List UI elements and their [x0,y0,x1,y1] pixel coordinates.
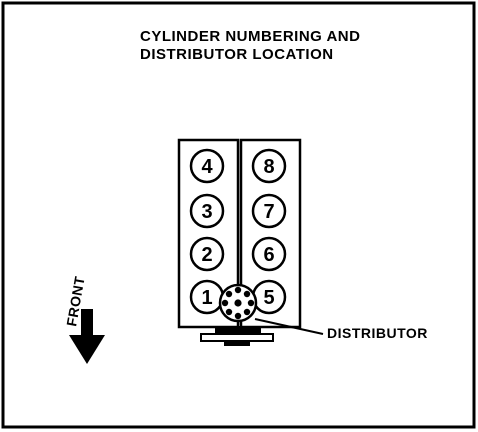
svg-text:5: 5 [263,287,274,309]
cylinder-7: 7 [251,193,287,229]
cylinder-5: 5 [251,279,287,315]
svg-text:6: 6 [263,244,274,266]
diagram-title-line-1: CYLINDER NUMBERING AND [140,28,360,45]
distributor-cap-terminals [221,286,255,320]
arrow-down-icon [69,309,105,364]
cylinder-4: 4 [189,148,225,184]
cylinder-6: 6 [251,236,287,272]
cylinder-3: 3 [189,193,225,229]
diagram-title-line-2: DISTRIBUTOR LOCATION [140,46,334,63]
distributor-label: DISTRIBUTOR [327,325,428,341]
svg-text:8: 8 [263,156,274,178]
svg-text:3: 3 [201,201,212,223]
svg-text:7: 7 [263,201,274,223]
cylinder-8: 8 [251,148,287,184]
svg-text:4: 4 [201,156,213,178]
svg-text:1: 1 [201,287,212,309]
distributor [200,283,274,346]
cylinder-2: 2 [189,236,225,272]
distributor-leader-line [254,318,324,335]
cylinder-1: 1 [189,279,225,315]
svg-text:2: 2 [201,244,212,266]
